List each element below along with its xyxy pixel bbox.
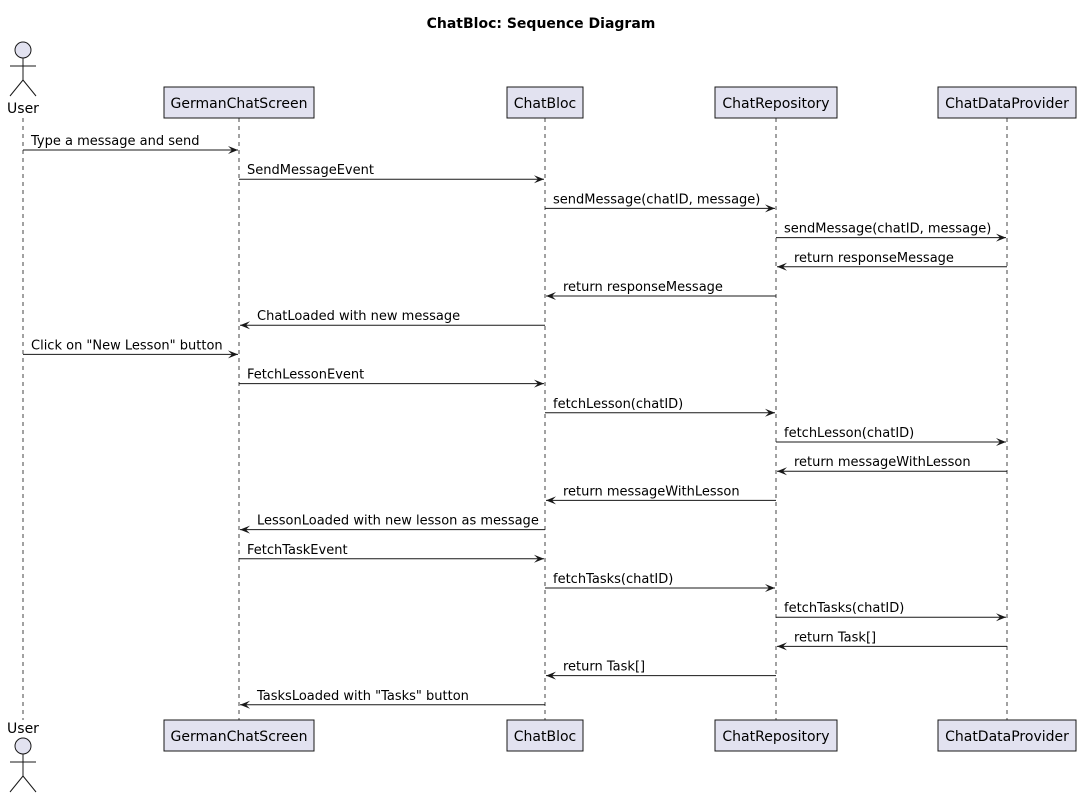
message-label: fetchTasks(chatID)	[553, 572, 673, 587]
message-label: return messageWithLesson	[794, 455, 971, 470]
message-label: fetchLesson(chatID)	[784, 426, 914, 441]
participant-label: ChatDataProvider	[945, 96, 1069, 112]
actor-label: User	[7, 721, 39, 737]
message-arrow: SendMessageEvent	[239, 163, 544, 184]
message-label: FetchLessonEvent	[247, 368, 364, 383]
message-arrow: return responseMessage	[777, 251, 1007, 271]
message-arrow: return messageWithLesson	[777, 455, 1007, 476]
message-arrow: Click on "New Lesson" button	[23, 338, 238, 359]
message-label: return responseMessage	[563, 280, 723, 295]
participant-provider-top: ChatDataProvider	[937, 86, 1077, 119]
actor-left-leg	[9, 79, 24, 97]
arrowhead-icon	[240, 321, 250, 330]
participant-box	[714, 719, 838, 752]
participant-screen-top: GermanChatScreen	[163, 86, 315, 119]
message-arrow: return responseMessage	[546, 280, 776, 300]
participant-box	[506, 719, 584, 752]
participant-label: ChatRepository	[722, 96, 829, 112]
participant-box	[937, 719, 1077, 752]
arrowhead-icon	[534, 379, 544, 388]
arrowhead-icon	[765, 584, 775, 592]
message-label: return Task[]	[563, 660, 645, 675]
message-label: fetchLesson(chatID)	[553, 397, 683, 412]
participant-box	[506, 86, 584, 119]
message-label: return responseMessage	[794, 251, 954, 266]
participant-label: GermanChatScreen	[171, 729, 308, 745]
message-arrow: sendMessage(chatID, message)	[545, 192, 775, 213]
message-label: Click on "New Lesson" button	[31, 338, 223, 353]
message-arrow: fetchTasks(chatID)	[776, 601, 1006, 622]
arrowhead-icon	[777, 642, 787, 651]
message-label: ChatLoaded with new message	[257, 309, 460, 324]
message-arrow: fetchTasks(chatID)	[545, 572, 775, 592]
arrowhead-icon	[777, 262, 787, 271]
arrowhead-icon	[996, 613, 1006, 622]
arrowhead-icon	[534, 175, 544, 184]
message-arrow: Type a message and send	[23, 134, 238, 154]
participant-bloc-bottom: ChatBloc	[506, 719, 584, 752]
participant-bloc-top: ChatBloc	[506, 86, 584, 119]
message-label: FetchTaskEvent	[247, 543, 348, 558]
diagram-title: ChatBloc: Sequence Diagram	[427, 16, 656, 32]
message-arrow: FetchTaskEvent	[239, 543, 544, 563]
actor-head	[14, 41, 32, 59]
message-arrow: fetchLesson(chatID)	[545, 397, 775, 417]
message-arrow: TasksLoaded with "Tasks" button	[240, 689, 545, 709]
message-arrow: return messageWithLesson	[546, 484, 776, 505]
arrowhead-icon	[546, 671, 556, 680]
participant-provider-bottom: ChatDataProvider	[937, 719, 1077, 752]
participant-repo-bottom: ChatRepository	[714, 719, 838, 752]
participant-label: GermanChatScreen	[171, 96, 308, 112]
participant-box	[937, 86, 1077, 119]
message-arrow: return Task[]	[777, 630, 1007, 651]
participant-box	[163, 719, 315, 752]
message-label: SendMessageEvent	[247, 163, 374, 178]
message-label: LessonLoaded with new lesson as message	[257, 514, 539, 529]
participants-top: User GermanChatScreen ChatBloc ChatReposito…	[7, 41, 1077, 119]
arrowhead-icon	[996, 438, 1006, 446]
message-arrow: return Task[]	[546, 660, 776, 680]
arrowhead-icon	[765, 204, 775, 213]
actor-right-leg	[22, 775, 37, 793]
message-label: sendMessage(chatID, message)	[784, 222, 991, 237]
message-label: return messageWithLesson	[563, 484, 740, 499]
participant-box	[163, 86, 315, 119]
actor-user-bottom: User	[7, 721, 39, 793]
message-arrow: sendMessage(chatID, message)	[776, 222, 1006, 242]
message-label: fetchTasks(chatID)	[784, 601, 904, 616]
message-label: Type a message and send	[30, 134, 200, 149]
arrowhead-icon	[228, 350, 238, 359]
participant-label: ChatBloc	[514, 96, 576, 112]
arrowhead-icon	[777, 467, 787, 476]
message-arrow: LessonLoaded with new lesson as message	[240, 514, 545, 534]
arrowhead-icon	[534, 554, 544, 563]
message-arrow: ChatLoaded with new message	[240, 309, 545, 330]
arrowhead-icon	[996, 233, 1006, 242]
participant-label: ChatRepository	[722, 729, 829, 745]
actor-user-top: User	[7, 41, 39, 117]
actor-head	[14, 737, 32, 755]
arrowhead-icon	[228, 146, 238, 154]
arrowhead-icon	[765, 408, 775, 417]
message-label: TasksLoaded with "Tasks" button	[256, 689, 469, 704]
participant-label: ChatDataProvider	[945, 729, 1069, 745]
participant-label: ChatBloc	[514, 729, 576, 745]
arrowhead-icon	[546, 496, 556, 505]
message-arrow: FetchLessonEvent	[239, 368, 544, 388]
participant-repo-top: ChatRepository	[714, 86, 838, 119]
arrowhead-icon	[240, 700, 250, 709]
participant-screen-bottom: GermanChatScreen	[163, 719, 315, 752]
actor-label: User	[7, 101, 39, 117]
participant-box	[714, 86, 838, 119]
message-label: return Task[]	[794, 630, 876, 645]
actor-left-leg	[9, 775, 24, 793]
arrowhead-icon	[546, 292, 556, 300]
actor-right-leg	[22, 79, 37, 97]
arrowhead-icon	[240, 525, 250, 534]
message-label: sendMessage(chatID, message)	[553, 192, 760, 207]
message-arrow: fetchLesson(chatID)	[776, 426, 1006, 446]
